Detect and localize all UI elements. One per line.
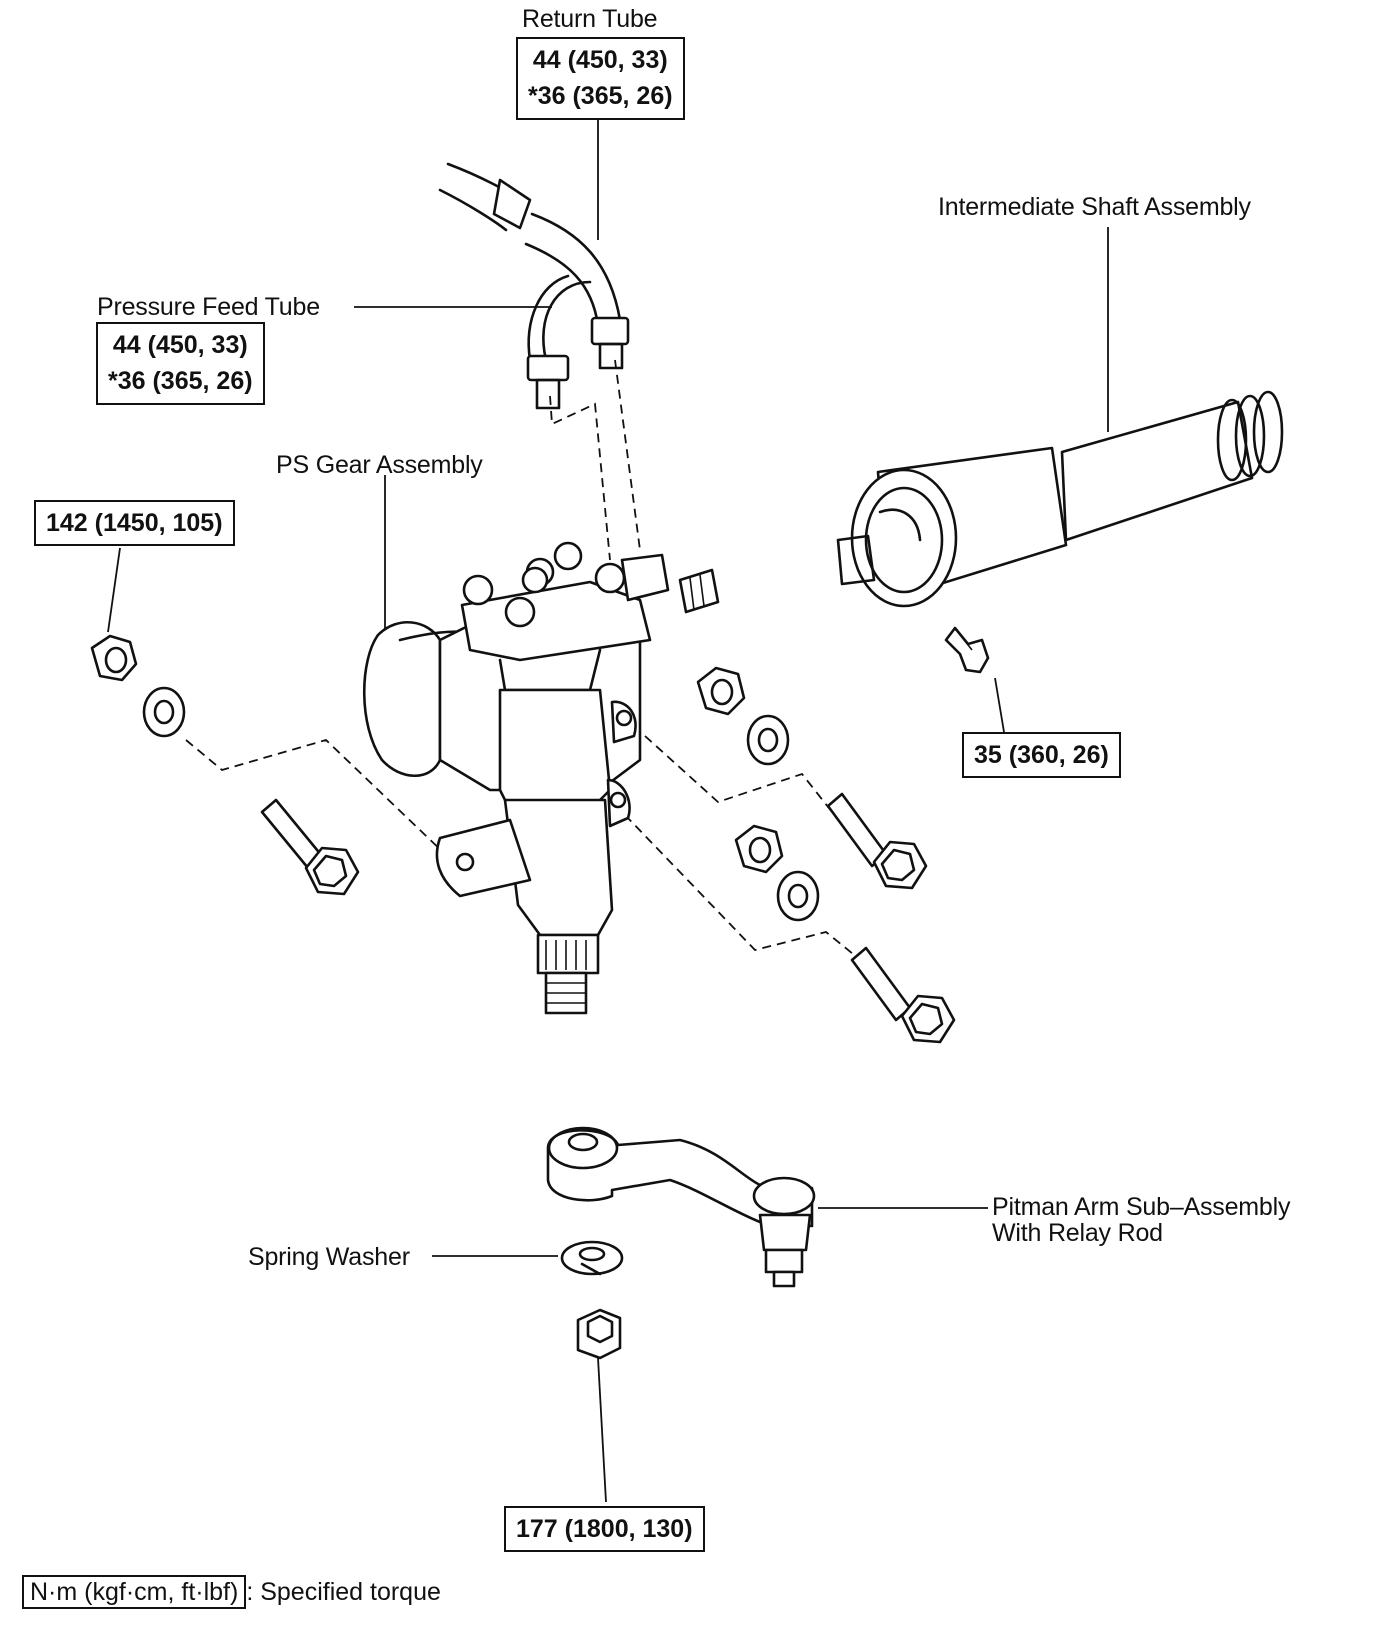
leader-lines <box>107 105 1109 1503</box>
ps-gear-label: PS Gear Assembly <box>276 451 483 479</box>
intermediate-shaft-drawing <box>836 390 1284 674</box>
pressure-feed-tube-torque-box: 44 (450, 33) *36 (365, 26) <box>96 322 265 405</box>
pitman-arm-label-line1: Pitman Arm Sub–Assembly <box>992 1193 1291 1221</box>
spring-washer-drawing <box>560 1240 624 1276</box>
pitman-arm-drawing <box>546 1126 816 1288</box>
nut-drawing <box>576 1308 622 1360</box>
hoses-and-tubes <box>438 162 630 410</box>
nut-torque: 177 (1800, 130) <box>504 1506 705 1553</box>
return-tube-torque: 44 (450, 33) <box>532 46 668 74</box>
spring-washer-label: Spring Washer <box>248 1243 410 1271</box>
right-mounting-hardware <box>696 666 956 1044</box>
return-tube-torque-box: 44 (450, 33) *36 (365, 26) <box>516 37 685 120</box>
return-tube-torque-alt: *36 (365, 26) <box>528 82 673 111</box>
ps-gear-torque: 142 (1450, 105) <box>34 500 235 547</box>
legend-text: : Specified torque <box>246 1578 441 1606</box>
intermediate-shaft-torque: 35 (360, 26) <box>962 732 1121 779</box>
pitman-arm-label-line2: With Relay Rod <box>992 1219 1163 1247</box>
torque-legend: N·m (kgf·cm, ft·lbf): Specified torque <box>22 1575 441 1609</box>
pressure-feed-tube-torque: 44 (450, 33) <box>112 331 248 359</box>
pressure-feed-tube-label: Pressure Feed Tube <box>97 293 320 321</box>
pressure-feed-tube-torque-alt: *36 (365, 26) <box>108 367 253 396</box>
legend-units: N·m (kgf·cm, ft·lbf) <box>22 1575 247 1609</box>
return-tube-label: Return Tube <box>522 5 658 33</box>
left-mounting-hardware <box>90 634 360 896</box>
ps-gear-housing <box>362 541 720 1015</box>
intermediate-shaft-label: Intermediate Shaft Assembly <box>938 193 1251 221</box>
